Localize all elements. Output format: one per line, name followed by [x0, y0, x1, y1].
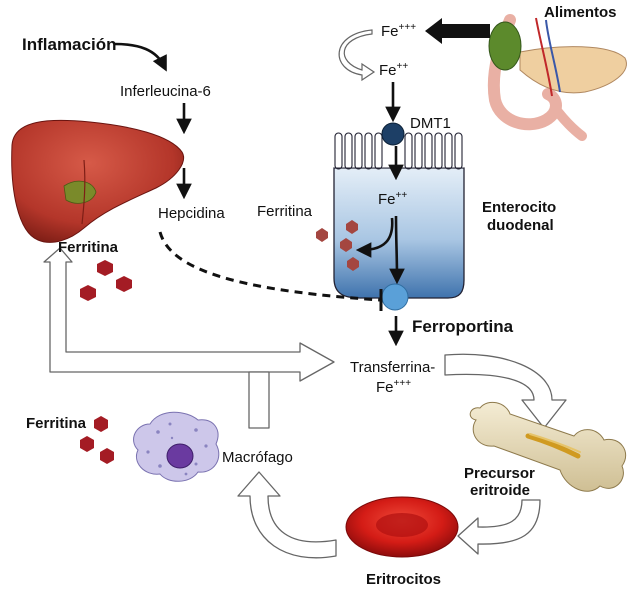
liver-ferritin-label: Ferritina — [58, 239, 119, 256]
signal-arrows — [113, 42, 405, 347]
precursor-label-line1: Precursor — [464, 465, 535, 482]
dmt1-label: DMT1 — [410, 115, 451, 132]
fe2-label: Fe++ — [379, 61, 408, 79]
inflammation-arrow — [113, 42, 167, 72]
reduction-arrow — [338, 29, 376, 82]
transferrin-label-line2: Fe+++ — [376, 378, 411, 396]
erythrocytes-label: Eritrocitos — [366, 571, 441, 588]
liver-icon — [11, 119, 184, 243]
ferroportin-transporter — [381, 283, 409, 311]
interleukin-label: Inferleucina-6 — [120, 83, 211, 100]
ferritin-icon — [80, 260, 132, 301]
erythrocyte-to-macrophage-arrow — [237, 471, 337, 559]
macrophage-label: Macrófago — [222, 449, 293, 466]
enterocyte-icon — [333, 132, 465, 299]
intestine-icon — [487, 14, 627, 141]
circulation-arrows — [43, 247, 567, 559]
macrophage-ferritin-label: Ferritina — [26, 415, 87, 432]
fe2-ferroportin-arrow — [389, 215, 405, 285]
dmt1-transporter — [381, 122, 405, 146]
precursor-label-line2: eritroide — [470, 482, 530, 499]
fe3-label: Fe+++ — [381, 22, 416, 40]
hepcidin-inhibition — [158, 231, 383, 311]
fe2-cell-label: Fe++ — [378, 190, 407, 208]
food-arrow — [425, 18, 490, 44]
macrophage-icon — [133, 411, 220, 482]
inflammation-label: Inflamación — [22, 35, 116, 54]
ferroportin-label: Ferroportina — [412, 317, 514, 336]
transferrin-label-line1: Transferrina- — [350, 359, 435, 376]
enterocyte-ferritin-label: Ferritina — [257, 203, 313, 220]
hepcidin-label: Hepcidina — [158, 205, 225, 222]
ferritin-icon — [316, 220, 359, 271]
labels: Inflamación Inferleucina-6 Hepcidina Fer… — [22, 4, 617, 588]
macrophage-return-arrow — [248, 371, 270, 429]
enterocyte-label-line1: Enterocito — [482, 199, 556, 216]
precursor-to-erythrocyte-arrow — [457, 499, 541, 555]
liver-return-arrow — [43, 247, 335, 382]
ferritin-icon — [80, 416, 114, 464]
enterocyte-label-line2: duodenal — [487, 217, 554, 234]
erythrocyte-icon — [345, 496, 459, 558]
bone-icon — [469, 401, 627, 492]
microvilli — [334, 132, 463, 170]
fe2-ferritin-arrow — [355, 217, 394, 258]
food-label: Alimentos — [544, 4, 617, 21]
